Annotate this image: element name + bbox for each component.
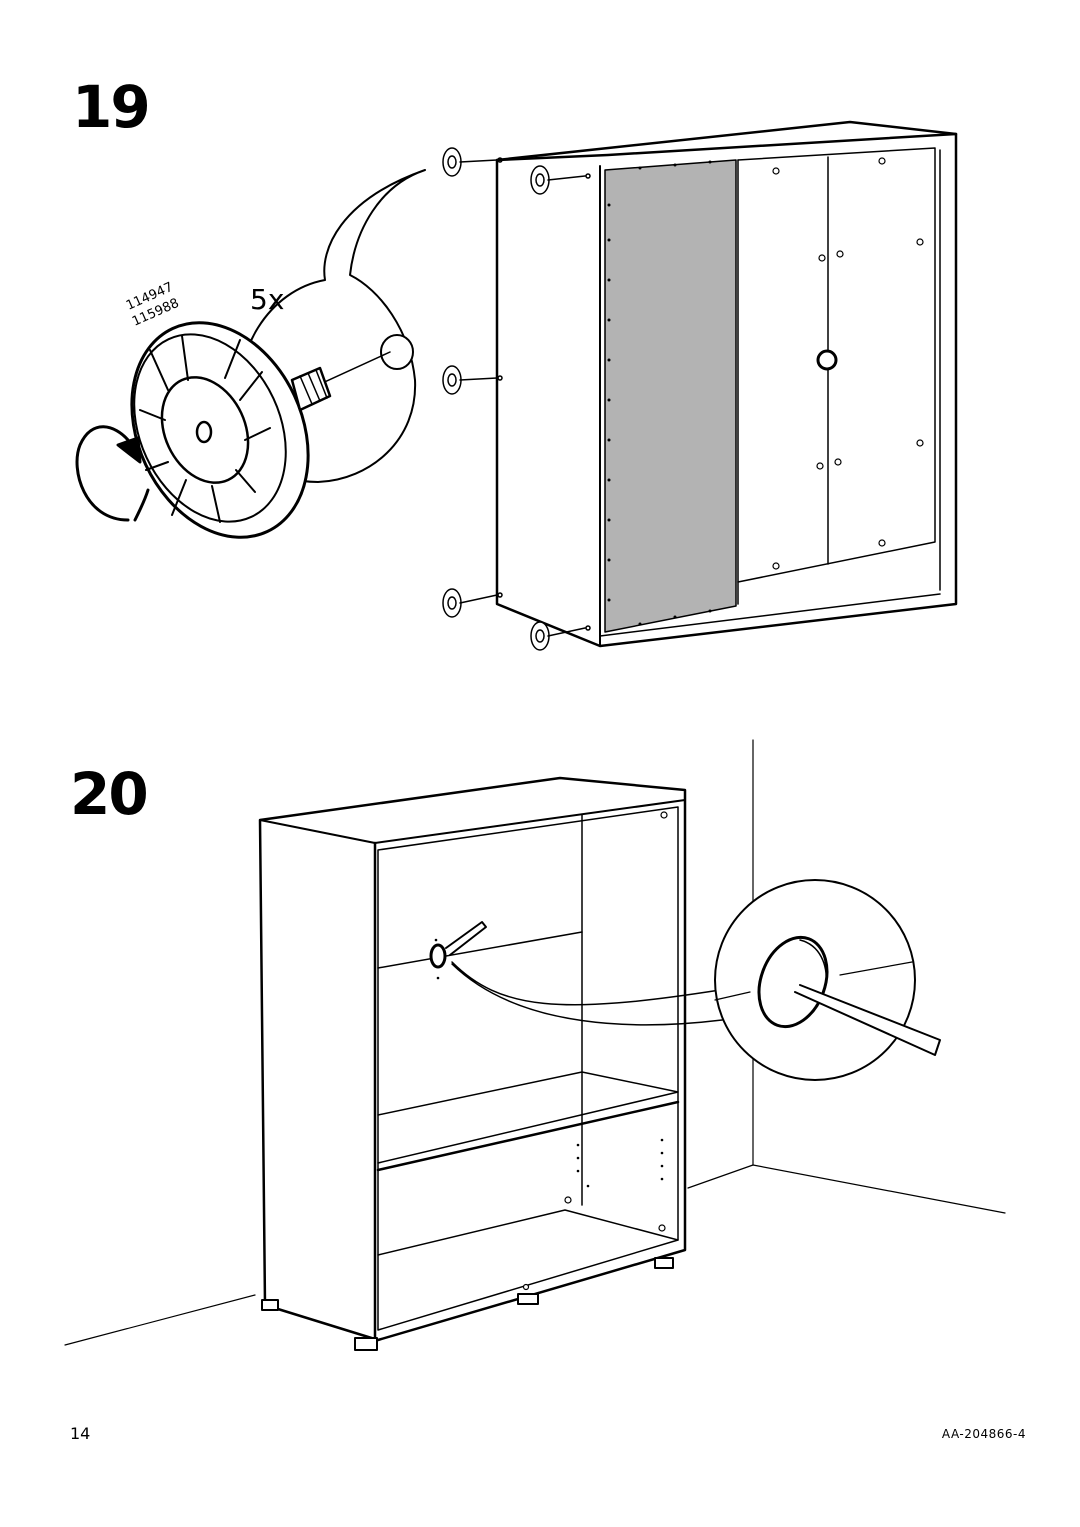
large-foot (130, 321, 332, 539)
page-number: 14 (70, 1424, 91, 1443)
back-panel-shaded (604, 159, 737, 633)
foot-hole (380, 334, 414, 370)
panel-nail-dots (607, 160, 712, 626)
bookcase-interior (376, 806, 680, 1331)
rotate-arrow (75, 425, 150, 522)
callout-leader (451, 961, 723, 1026)
small-feet (442, 147, 591, 651)
door-screws (772, 157, 924, 570)
quantity-label: 5x (250, 283, 285, 316)
step-number-20: 20 (70, 760, 149, 828)
step-number-19: 19 (72, 73, 151, 141)
document-code: AA-204866-4 (941, 1427, 1026, 1441)
small-hole-tool (429, 921, 487, 969)
cabinet-doors (737, 147, 936, 605)
bookcase (258, 776, 687, 1342)
zoom-callout (714, 879, 941, 1081)
bookcase-feet (261, 1257, 674, 1351)
shelf-pin-dots (434, 938, 664, 1188)
